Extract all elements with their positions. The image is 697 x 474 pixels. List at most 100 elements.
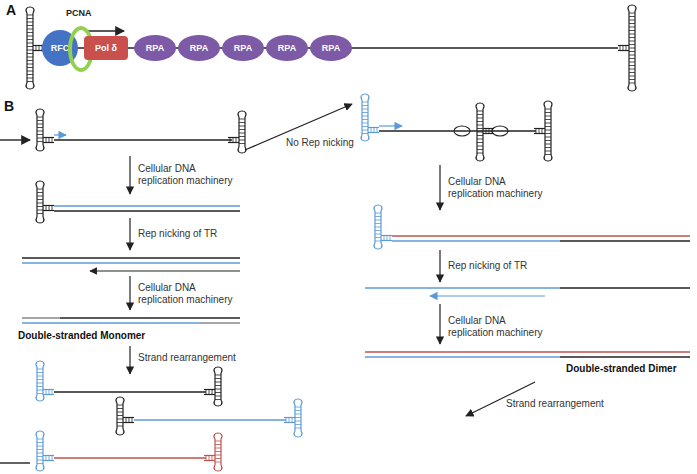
- dna-strand: [560, 356, 690, 358]
- dna-strand: [54, 139, 232, 141]
- hairpin-line: [37, 390, 43, 391]
- node-label: RPA: [190, 43, 208, 53]
- hairpin-line: [486, 129, 487, 134]
- hairpin-line: [116, 403, 117, 429]
- hairpin-line: [477, 135, 483, 136]
- hairpin-loop: [26, 83, 34, 89]
- hairpin-line: [37, 199, 43, 200]
- hairpin-line: [49, 206, 50, 211]
- hairpin-line: [46, 456, 47, 461]
- hairpin-line: [37, 460, 43, 461]
- hairpin-line: [477, 114, 483, 115]
- hairpin-line: [36, 437, 37, 465]
- arrow: [439, 304, 440, 344]
- hairpin-loop: [36, 465, 44, 471]
- hairpin-line: [375, 227, 381, 228]
- hairpin-line: [215, 444, 221, 445]
- hairpin-loop: [374, 243, 382, 249]
- hairpin-line: [375, 216, 381, 217]
- hairpin-line: [37, 120, 43, 121]
- hairpin-line: [215, 389, 221, 390]
- hairpin-line: [27, 67, 33, 68]
- hairpin-line: [629, 51, 635, 52]
- panel-letter: A: [6, 2, 16, 18]
- hairpin-line: [545, 109, 551, 110]
- hairpin-line: [37, 372, 43, 373]
- dna-strand: [365, 356, 560, 358]
- hairpin-line: [542, 129, 543, 134]
- rfc-circle: RFC: [42, 30, 78, 66]
- hairpin-line: [300, 405, 301, 431]
- hairpin-line: [37, 369, 43, 370]
- hairpin-line: [295, 417, 301, 418]
- hairpin-loop: [116, 429, 124, 435]
- hairpin-line: [545, 112, 551, 113]
- rpa-ellipse: RPA: [310, 35, 352, 61]
- rpa-ellipse: RPA: [134, 35, 176, 61]
- hairpin-line: [545, 119, 551, 120]
- hairpin-line: [289, 418, 290, 423]
- hairpin-line: [132, 418, 133, 423]
- hairpin-line: [374, 128, 375, 133]
- hairpin-line: [37, 196, 43, 197]
- hairpin-line: [477, 118, 483, 119]
- hairpin-line: [375, 220, 381, 221]
- hairpin-line: [206, 456, 207, 461]
- hairpin-loop: [214, 465, 222, 471]
- hairpin-line: [37, 203, 43, 204]
- hairpin-line: [37, 131, 43, 132]
- arrow: [129, 218, 130, 250]
- hairpin-line: [117, 412, 123, 413]
- hairpin-line: [117, 405, 123, 406]
- hairpin-line: [629, 79, 635, 80]
- step-label: Strand rearrangement: [138, 352, 236, 364]
- hairpin-line: [286, 418, 287, 423]
- hairpin-line: [295, 410, 301, 411]
- hairpin-line: [37, 189, 43, 190]
- hairpin-line: [230, 138, 231, 143]
- hairpin-line: [27, 29, 33, 30]
- hairpin-line: [629, 76, 635, 77]
- hairpin-symbol: [36, 181, 54, 223]
- hairpin-line: [545, 140, 551, 141]
- hairpin-line: [620, 46, 621, 51]
- dna-strand: [54, 391, 206, 393]
- hairpin-line: [545, 116, 551, 117]
- hairpin-line: [239, 119, 245, 120]
- hairpin-line: [27, 53, 33, 54]
- hairpin-loop: [36, 217, 44, 223]
- hairpin-loop: [544, 101, 552, 107]
- hairpin-line: [37, 463, 43, 464]
- arrow: [129, 276, 130, 310]
- hairpin-line: [545, 147, 551, 148]
- dna-strand: [60, 317, 240, 319]
- dna-strand: [392, 240, 560, 242]
- hairpin-line: [39, 46, 40, 51]
- hairpin-loop: [361, 135, 369, 141]
- hairpin-line: [536, 129, 537, 134]
- node-label: PCNA: [66, 8, 92, 18]
- hairpin-line: [629, 55, 635, 56]
- hairpin-line: [371, 128, 372, 133]
- hairpin-line: [387, 236, 388, 241]
- hairpin-line: [629, 72, 635, 73]
- hairpin-line: [295, 428, 301, 429]
- hairpin-line: [27, 32, 33, 33]
- dna-strand: [54, 210, 240, 212]
- hairpin-symbol: [361, 94, 379, 141]
- hairpin-line: [239, 143, 245, 144]
- node-label: Pol δ: [95, 43, 117, 53]
- hairpin-line: [545, 133, 551, 134]
- dna-strand: [22, 257, 240, 259]
- hairpin-line: [375, 223, 381, 224]
- hairpin-line: [37, 127, 43, 128]
- hairpin-line: [52, 456, 53, 461]
- hairpin-line: [477, 128, 483, 129]
- hairpin-line: [233, 138, 234, 143]
- hairpin-line: [477, 146, 483, 147]
- step-label: No Rep nicking: [286, 137, 354, 149]
- hairpin-line: [117, 408, 123, 409]
- hairpin-line: [477, 149, 483, 150]
- step-label: Cellular DNA replication machinery: [448, 315, 553, 339]
- hairpin-line: [629, 27, 635, 28]
